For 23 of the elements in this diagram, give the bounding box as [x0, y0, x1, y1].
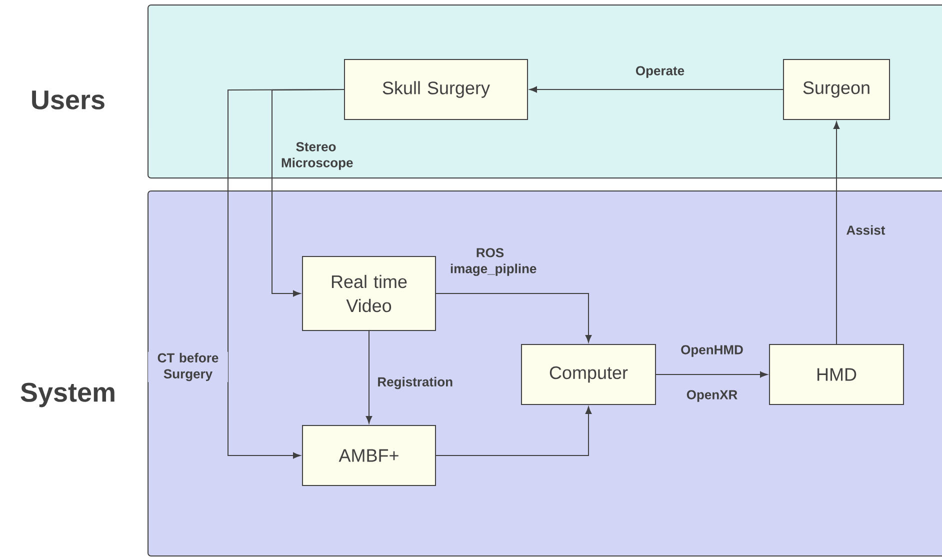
arrow: [436, 406, 592, 456]
band-title: System: [20, 382, 114, 408]
process-box: Computer: [521, 344, 656, 405]
protocol-label: OpenXR: [685, 389, 739, 403]
arrow: [228, 89, 344, 459]
process-box: Surgeon: [783, 59, 890, 120]
edge-label: Operate: [634, 65, 686, 79]
process-box: Real time Video: [302, 256, 436, 331]
edge-label: Assist: [845, 224, 886, 236]
arrow: [436, 293, 592, 343]
process-box: Skull Surgery: [344, 59, 528, 120]
edge-label: CT before Surgery: [148, 352, 228, 382]
edge-label: ROS image_pipline: [449, 247, 536, 277]
edge-label: Stereo Microscope: [280, 141, 353, 171]
process-box: AMBF+: [302, 425, 436, 486]
edge-label: OpenHMD: [680, 344, 744, 358]
edge-label: Registration: [376, 376, 454, 390]
arrow: [833, 122, 840, 344]
arrow: [656, 371, 768, 378]
band-title: Users: [32, 90, 104, 110]
arrow: [366, 330, 372, 424]
process-box: HMD: [769, 344, 904, 405]
arrow: [530, 86, 784, 93]
